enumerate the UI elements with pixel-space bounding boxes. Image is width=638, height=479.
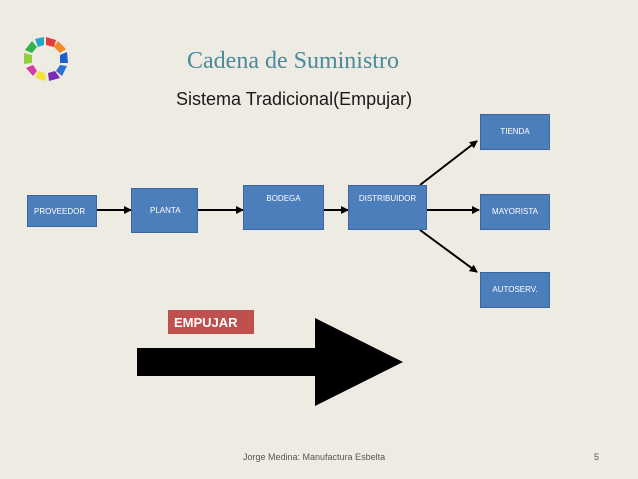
node-mayorista: MAYORISTA: [480, 194, 550, 230]
push-label: EMPUJAR: [168, 310, 254, 334]
page-number: 5: [594, 452, 600, 462]
node-planta: PLANTA: [131, 188, 198, 233]
arrow-distribuidor-autoserv: [419, 229, 478, 273]
slide-title: Cadena de Suministro: [187, 48, 399, 74]
arrow-distribuidor-tienda: [419, 140, 478, 186]
push-arrow: [137, 318, 403, 406]
node-distribuidor: DISTRIBUIDOR: [348, 185, 427, 230]
cycle-arrows-icon: [24, 37, 68, 81]
node-tienda: TIENDA: [480, 114, 550, 150]
slide-footer: Jorge Medina: Manufactura Esbelta: [243, 452, 386, 462]
node-proveedor: PROVEEDOR: [27, 195, 97, 227]
node-autoserv: AUTOSERV.: [480, 272, 550, 308]
node-bodega: BODEGA: [243, 185, 324, 230]
slide-subtitle: Sistema Tradicional(Empujar): [176, 89, 413, 109]
